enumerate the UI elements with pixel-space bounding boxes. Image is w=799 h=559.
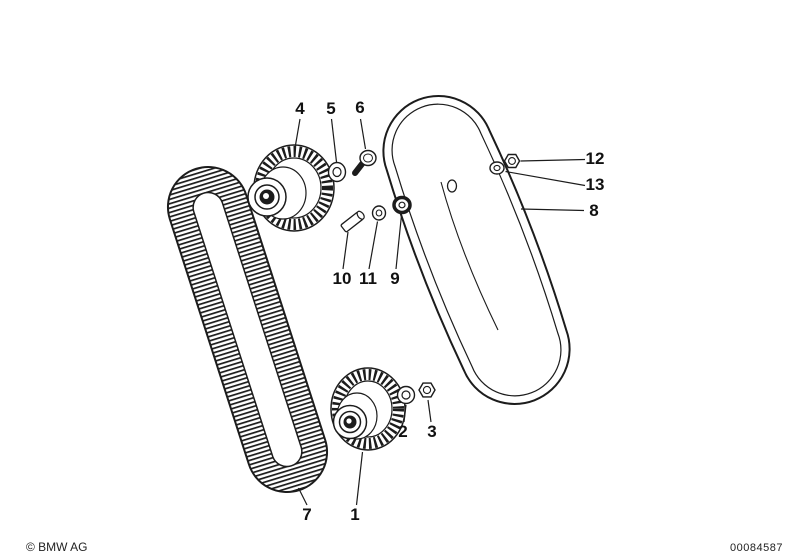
leader-line-10 xyxy=(342,231,349,270)
belt-cover-flange-line xyxy=(391,103,562,397)
bolt-head-detail xyxy=(363,153,373,163)
washer-lower xyxy=(396,385,416,405)
bolt-upper xyxy=(352,149,377,176)
washer-cover xyxy=(489,161,505,175)
nut-cover xyxy=(503,153,521,169)
belt-cover-highlight-line xyxy=(440,181,499,331)
callout-10: 10 xyxy=(332,269,352,288)
callout-2: 2 xyxy=(398,422,408,441)
leader-line-2 xyxy=(403,404,407,423)
leader-line-13 xyxy=(505,170,586,187)
leader-line-8 xyxy=(520,208,585,212)
camshaft-pulley-teeth xyxy=(255,146,333,230)
callout-8: 8 xyxy=(589,201,599,220)
timing-belt-inner-edge xyxy=(192,191,303,468)
leader-line-1 xyxy=(355,451,364,506)
washer-lower-hole xyxy=(401,390,411,400)
grommet xyxy=(392,195,412,215)
crankshaft-pulley xyxy=(330,367,406,451)
leader-lines xyxy=(294,118,586,506)
timing-belt xyxy=(166,165,329,494)
leader-line-12 xyxy=(520,158,586,162)
spacer-sleeve xyxy=(340,210,365,233)
leader-line-6 xyxy=(359,118,367,150)
callout-12: 12 xyxy=(585,149,605,168)
callout-11: 11 xyxy=(359,269,377,288)
callout-5: 5 xyxy=(326,99,336,118)
washer-small-hole xyxy=(375,209,383,217)
washer-upper-hole xyxy=(332,166,342,178)
spacer-sleeve-end xyxy=(356,210,365,220)
belt-cover-hole xyxy=(446,179,458,193)
leader-line-4 xyxy=(294,118,301,149)
callout-13: 13 xyxy=(585,175,605,194)
callout-7: 7 xyxy=(302,505,312,524)
nut-cover-hole xyxy=(508,157,516,165)
leader-line-3 xyxy=(427,399,432,423)
callout-9: 9 xyxy=(390,269,400,288)
leader-line-11 xyxy=(368,221,379,270)
bolt-shaft xyxy=(352,161,365,176)
callout-3: 3 xyxy=(427,422,437,441)
grommet-hole xyxy=(398,201,406,209)
leader-line-5 xyxy=(330,118,338,163)
belt-cover xyxy=(382,95,571,405)
camshaft-hub-center xyxy=(263,193,269,199)
washer-cover-hole xyxy=(493,164,501,172)
nut-lower-hole xyxy=(422,385,432,395)
nut-lower xyxy=(418,382,436,398)
leader-line-7 xyxy=(297,487,308,506)
washer-upper xyxy=(327,161,347,183)
callout-4: 4 xyxy=(295,99,305,118)
leader-line-9 xyxy=(395,214,403,270)
bolt-head xyxy=(359,149,377,167)
callout-1: 1 xyxy=(350,505,360,524)
camshaft-pulley xyxy=(247,144,335,232)
washer-small xyxy=(371,205,387,221)
callout-6: 6 xyxy=(355,98,365,117)
copyright-watermark: © BMW AG xyxy=(26,540,88,554)
crankshaft-hub-center xyxy=(346,418,352,424)
belt-cover-outline xyxy=(382,95,571,405)
document-number: 00084587 xyxy=(730,542,783,554)
